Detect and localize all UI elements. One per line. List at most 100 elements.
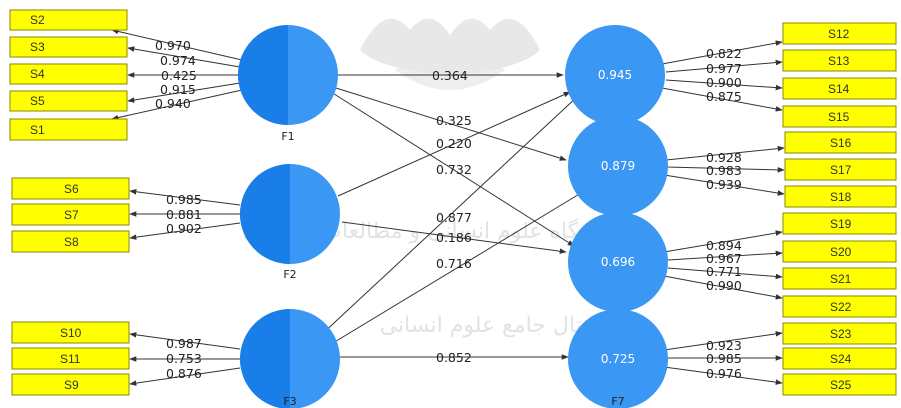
loading-f3-s11: 0.753 bbox=[166, 351, 202, 366]
svg-text:S4: S4 bbox=[30, 67, 45, 81]
svg-text:S6: S6 bbox=[64, 182, 79, 196]
loading-f7-s23: 0.923 bbox=[706, 338, 742, 353]
loadings-f4: 0.822 0.977 0.900 0.875 bbox=[661, 40, 783, 112]
loading-f4-s13: 0.977 bbox=[706, 61, 742, 76]
svg-text:S14: S14 bbox=[828, 82, 850, 96]
svg-text:S22: S22 bbox=[830, 300, 852, 314]
indicator-s2[interactable]: S2 bbox=[9, 9, 128, 31]
indicator-s19[interactable]: S19 bbox=[782, 212, 897, 235]
path-f3-f5 bbox=[327, 189, 587, 347]
loadings-f6: 0.894 0.967 0.771 0.990 bbox=[663, 230, 783, 300]
construct-f2-label: F2 bbox=[283, 268, 296, 281]
construct-f2[interactable]: F2 bbox=[240, 164, 340, 281]
loading-f1-s1: 0.940 bbox=[155, 96, 191, 111]
construct-f7-label: F7 bbox=[611, 395, 624, 408]
svg-text:S7: S7 bbox=[64, 208, 79, 222]
loading-f3-s9: 0.876 bbox=[166, 366, 202, 381]
svg-text:S16: S16 bbox=[830, 136, 852, 150]
loadings-f2: 0.985 0.881 0.902 bbox=[129, 189, 241, 240]
loading-f7-s24: 0.985 bbox=[706, 351, 742, 366]
construct-f1-label: F1 bbox=[281, 130, 294, 143]
construct-f3[interactable]: F3 bbox=[240, 309, 340, 408]
svg-text:S10: S10 bbox=[60, 326, 82, 340]
construct-f7[interactable]: 0.725 F7 bbox=[568, 309, 668, 408]
svg-text:S9: S9 bbox=[64, 378, 79, 392]
loading-f7-s25: 0.976 bbox=[706, 366, 742, 381]
svg-text:S11: S11 bbox=[60, 352, 81, 366]
construct-f3-label: F3 bbox=[283, 395, 296, 408]
loading-f1-s2: 0.970 bbox=[155, 38, 191, 53]
svg-text:S1: S1 bbox=[30, 123, 45, 137]
construct-f4-r2: 0.945 bbox=[598, 68, 632, 82]
loading-f2-s8: 0.902 bbox=[166, 221, 202, 236]
path-f3-f4 bbox=[319, 95, 579, 337]
construct-f6-r2: 0.696 bbox=[601, 255, 635, 269]
svg-text:S24: S24 bbox=[830, 352, 852, 366]
indicator-s20[interactable]: S20 bbox=[782, 240, 897, 263]
indicator-s17[interactable]: S17 bbox=[784, 158, 897, 181]
indicator-s5[interactable]: S5 bbox=[9, 90, 128, 112]
path-f1-f6 bbox=[330, 91, 575, 247]
indicator-s18[interactable]: S18 bbox=[784, 185, 897, 208]
path-coefficients: 0.364 0.325 0.220 0.732 0.877 0.186 0.71… bbox=[432, 68, 472, 365]
svg-text:S18: S18 bbox=[830, 190, 852, 204]
indicator-s13[interactable]: S13 bbox=[782, 49, 897, 72]
indicator-s14[interactable]: S14 bbox=[782, 77, 897, 100]
loadings-f1: 0.970 0.974 0.425 0.915 0.940 bbox=[111, 28, 243, 121]
loading-f4-s12: 0.822 bbox=[706, 46, 742, 61]
loading-f5-s16: 0.928 bbox=[706, 150, 742, 165]
indicator-s21[interactable]: S21 bbox=[782, 267, 897, 290]
svg-text:S19: S19 bbox=[830, 217, 852, 231]
loading-f6-s19: 0.894 bbox=[706, 238, 742, 253]
coef-f3-f7: 0.852 bbox=[436, 350, 472, 365]
indicator-s15[interactable]: S15 bbox=[782, 105, 897, 128]
indicator-s10[interactable]: S10 bbox=[11, 321, 130, 344]
coef-f2-f4: 0.220 bbox=[436, 136, 472, 151]
indicator-s9[interactable]: S9 bbox=[11, 373, 130, 396]
path-f1-f5 bbox=[335, 87, 567, 161]
indicator-s25[interactable]: S25 bbox=[782, 373, 897, 396]
indicator-s8[interactable]: S8 bbox=[11, 230, 130, 253]
indicator-s23[interactable]: S23 bbox=[782, 322, 897, 345]
construct-f5-r2: 0.879 bbox=[601, 159, 635, 173]
construct-f7-r2: 0.725 bbox=[601, 352, 635, 366]
indicator-s3[interactable]: S3 bbox=[9, 36, 128, 58]
indicator-s12[interactable]: S12 bbox=[782, 22, 897, 45]
indicator-s1[interactable]: S1 bbox=[9, 118, 128, 141]
coef-f1-f4: 0.364 bbox=[432, 68, 468, 83]
construct-f5[interactable]: 0.879 F5 bbox=[568, 116, 668, 233]
construct-f1[interactable]: F1 bbox=[238, 25, 338, 143]
loading-f5-s18: 0.939 bbox=[706, 177, 742, 192]
svg-text:S3: S3 bbox=[30, 40, 45, 54]
coef-f3-f4: 0.877 bbox=[436, 210, 472, 225]
loading-f4-s15: 0.875 bbox=[706, 89, 742, 104]
svg-text:S13: S13 bbox=[828, 54, 850, 68]
indicator-s6[interactable]: S6 bbox=[11, 177, 130, 200]
indicator-s11[interactable]: S11 bbox=[11, 347, 130, 370]
loading-f1-s5: 0.915 bbox=[160, 82, 196, 97]
loading-f1-s4: 0.425 bbox=[161, 68, 197, 83]
svg-text:S2: S2 bbox=[30, 13, 45, 27]
coef-f2-f6: 0.186 bbox=[436, 230, 472, 245]
svg-text:S5: S5 bbox=[30, 94, 45, 108]
structural-paths bbox=[319, 72, 587, 360]
coef-f1-f6: 0.732 bbox=[436, 162, 472, 177]
coef-f3-f5: 0.716 bbox=[436, 256, 472, 271]
svg-text:S20: S20 bbox=[830, 245, 852, 259]
watermark-text-2: پرتال جامع علوم انسانی bbox=[380, 313, 600, 338]
indicator-s24[interactable]: S24 bbox=[782, 347, 897, 370]
indicator-s4[interactable]: S4 bbox=[9, 63, 128, 85]
loading-f6-s22: 0.990 bbox=[706, 278, 742, 293]
loading-f6-s21: 0.771 bbox=[706, 264, 742, 279]
svg-text:S12: S12 bbox=[828, 27, 850, 41]
indicator-s7[interactable]: S7 bbox=[11, 203, 130, 226]
loading-f3-s10: 0.987 bbox=[166, 336, 202, 351]
path-f2-f6 bbox=[341, 221, 567, 254]
indicator-s22[interactable]: S22 bbox=[782, 295, 897, 318]
svg-text:S21: S21 bbox=[830, 272, 852, 286]
indicator-s16[interactable]: S16 bbox=[784, 131, 897, 154]
loadings-f5: 0.928 0.983 0.939 bbox=[663, 145, 785, 196]
loading-f2-s7: 0.881 bbox=[166, 207, 202, 222]
